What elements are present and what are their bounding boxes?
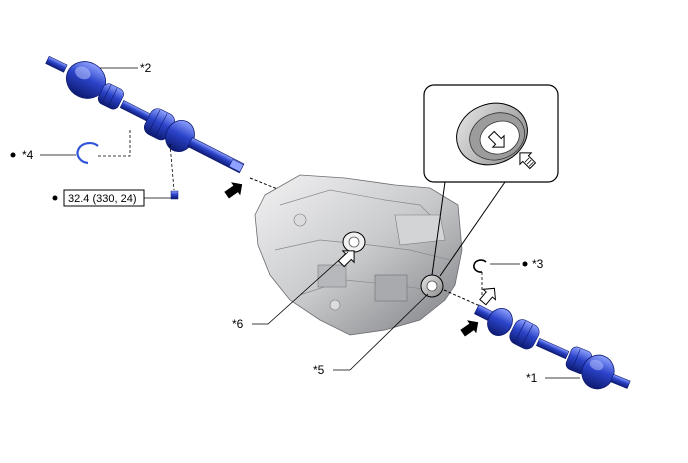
callout-1-label: *1 xyxy=(526,371,538,385)
right-outline-arrow-icon xyxy=(479,287,497,306)
callout-3-bullet-icon xyxy=(522,261,528,267)
left-snap-ring xyxy=(76,142,99,165)
right-install-arrow-icon xyxy=(460,320,479,337)
detail-outline-arrow-icon xyxy=(487,130,505,148)
right-drive-shaft xyxy=(473,304,631,390)
transaxle-housing xyxy=(254,174,463,336)
callout-4-bullet-icon xyxy=(10,152,16,158)
callout-6-leader xyxy=(252,251,349,325)
callout-3-label: *3 xyxy=(532,257,544,271)
left-oil-seal xyxy=(342,231,366,253)
oil-seal-detail-box xyxy=(423,84,559,277)
snap-ring-leader xyxy=(98,128,131,157)
torque-bullet-icon xyxy=(52,195,58,201)
callout-5-leader xyxy=(333,293,429,371)
left-drive-shaft xyxy=(45,55,245,174)
torque-spec-text: 32.4 (330, 24) xyxy=(68,193,137,205)
left-seal-outline-arrow-icon xyxy=(337,250,355,268)
left-install-arrow-icon xyxy=(224,182,243,199)
callout-2-label: *2 xyxy=(140,61,152,75)
right-oil-seal xyxy=(420,274,444,298)
right-snap-ring xyxy=(473,259,487,273)
callout-6-label: *6 xyxy=(232,317,244,331)
right-shaft-alignment-line xyxy=(443,289,481,307)
callout-4-label: *4 xyxy=(22,148,34,162)
detail-striped-arrow-icon xyxy=(519,152,537,170)
left-shaft-alignment-line xyxy=(249,177,301,199)
callout-5-label: *5 xyxy=(313,363,325,377)
clamp-bolt-icon xyxy=(170,190,179,200)
clamp-leader-dashed xyxy=(169,143,175,191)
